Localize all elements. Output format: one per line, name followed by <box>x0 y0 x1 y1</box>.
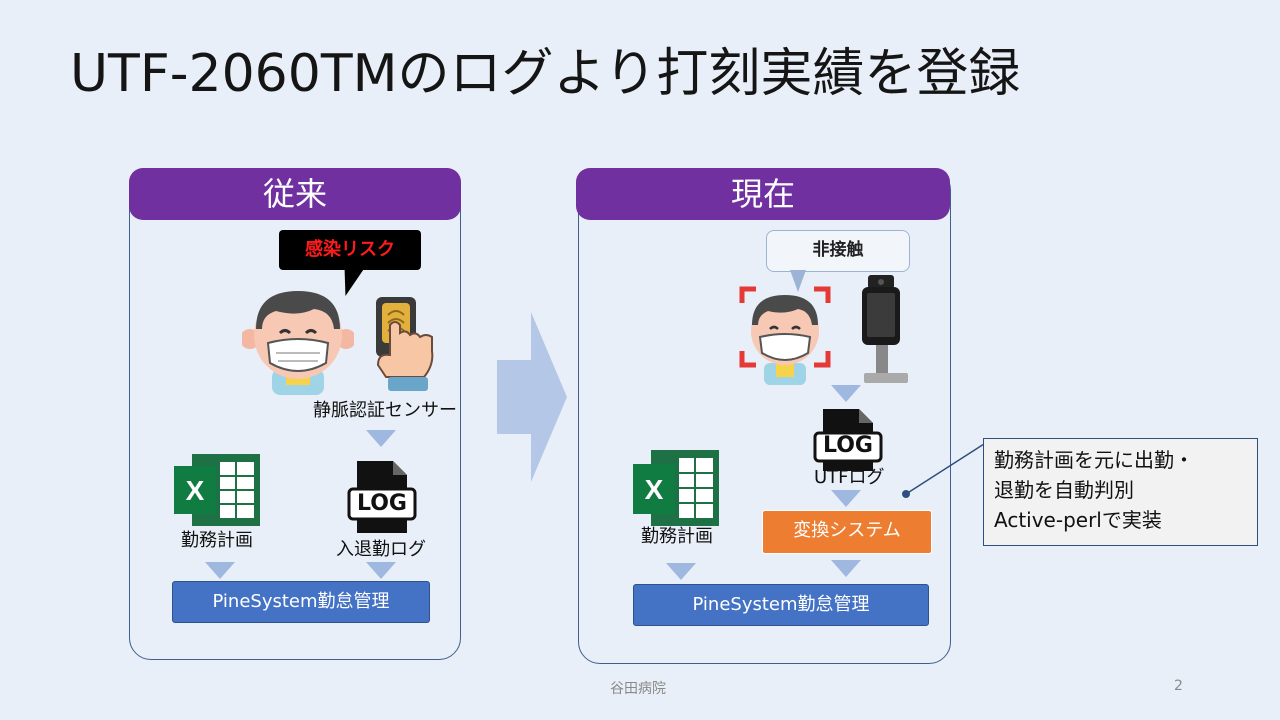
flow-arrow-1 <box>366 430 396 447</box>
log-file-icon-right <box>813 407 883 473</box>
svg-text:X: X <box>645 474 664 505</box>
flow-arrow-6 <box>666 563 696 580</box>
contactless-callout-tail <box>790 270 806 292</box>
thermal-terminal-icon <box>858 273 910 385</box>
excel-icon: X <box>172 452 262 528</box>
before-schedule-label: 勤務計画 <box>181 530 253 551</box>
convert-system-box: 変換システム <box>762 510 932 554</box>
excel-icon-right: X <box>631 448 721 528</box>
fingerprint-hand-icon <box>368 295 440 393</box>
note-line-3: Active-perlで実装 <box>994 508 1162 532</box>
note-box: 勤務計画を元に出勤・ 退勤を自動判別 Active-perlで実装 <box>983 438 1258 546</box>
flow-arrow-3 <box>366 562 396 579</box>
flow-arrow-4 <box>831 385 861 402</box>
flow-arrow-7 <box>831 560 861 577</box>
before-system-box: PineSystem勤怠管理 <box>172 581 430 623</box>
after-header: 現在 <box>576 168 950 220</box>
log-file-icon <box>347 459 417 535</box>
note-connector <box>900 440 990 500</box>
flow-arrow-2 <box>205 562 235 579</box>
page-number: 2 <box>1174 678 1183 694</box>
flow-arrow-5 <box>831 490 861 507</box>
after-schedule-label: 勤務計画 <box>641 526 713 547</box>
face-recognition-icon <box>738 285 832 385</box>
before-header: 従来 <box>129 168 461 220</box>
log-icon-text: LOG <box>357 491 407 516</box>
note-line-1: 勤務計画を元に出勤・ <box>994 448 1194 472</box>
sensor-label: 静脈認証センサー <box>313 400 457 421</box>
person-mask-icon <box>240 283 356 395</box>
log-icon-text-right: LOG <box>823 433 873 458</box>
contactless-callout: 非接触 <box>766 230 910 272</box>
risk-callout: 感染リスク <box>279 230 421 270</box>
before-log-label: 入退勤ログ <box>336 539 426 560</box>
note-line-2: 退勤を自動判別 <box>994 478 1134 502</box>
svg-text:X: X <box>186 475 205 506</box>
page-title: UTF-2060TMのログより打刻実績を登録 <box>70 44 1021 104</box>
footer-center: 谷田病院 <box>610 681 666 697</box>
utf-log-label: UTFログ <box>814 467 885 488</box>
after-system-box: PineSystem勤怠管理 <box>633 584 929 626</box>
big-arrow-icon <box>497 312 567 482</box>
